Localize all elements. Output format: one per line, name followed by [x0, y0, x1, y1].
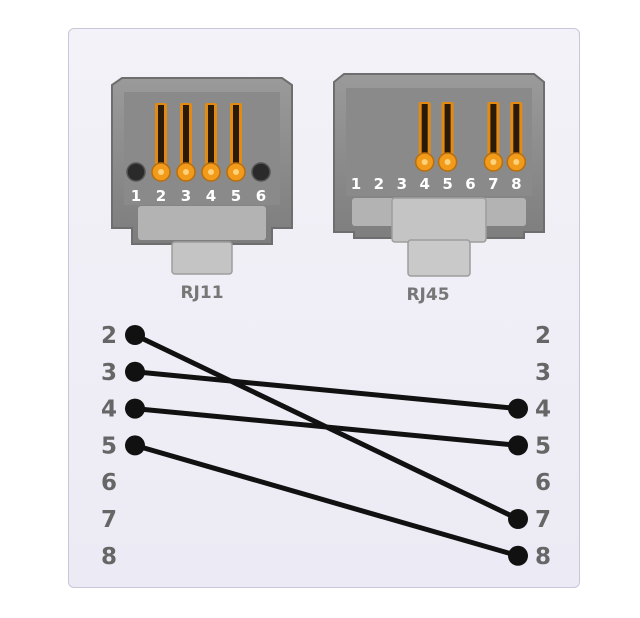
- right-pin-label-5: 5: [535, 433, 551, 459]
- left-pin-label-7: 7: [101, 507, 117, 533]
- left-pin-label-5: 5: [101, 433, 117, 459]
- left-pin-label-6: 6: [101, 470, 117, 496]
- rj11-pin-number-2: 2: [156, 187, 166, 205]
- rj45-label: RJ45: [406, 285, 449, 305]
- rj11-contact-core-4: [208, 105, 214, 170]
- rj45-latch-left: [352, 198, 398, 226]
- rj11-empty-slot-1: [126, 162, 146, 182]
- rj11-contact-dot-center-3: [183, 169, 189, 175]
- rj45-contact-core-5: [444, 104, 451, 160]
- rj45-pin-number-5: 5: [442, 175, 452, 193]
- rj45-contact-core-4: [421, 104, 428, 160]
- rj45-contact-dot-center-7: [490, 159, 497, 165]
- rj11-contact-dot-center-4: [208, 169, 214, 175]
- rj11-pin-number-3: 3: [181, 187, 191, 205]
- rj45-contact-core-8: [513, 104, 520, 160]
- rj11-pin-number-5: 5: [231, 187, 241, 205]
- rj11-latch-block: [138, 206, 266, 240]
- right-terminal-8: [508, 545, 528, 566]
- rj11-pin-number-1: 1: [131, 187, 141, 205]
- rj45-latch-tab: [407, 239, 471, 277]
- rj11-contact-dot-center-5: [233, 169, 239, 175]
- rj45-pin-number-7: 7: [488, 175, 498, 193]
- left-pin-label-4: 4: [101, 397, 117, 423]
- rj45-contact-dot-center-8: [513, 159, 520, 165]
- rj11-empty-slot-6: [251, 162, 271, 182]
- rj11-pin-number-6: 6: [256, 187, 266, 205]
- rj45-latch-right: [480, 198, 526, 226]
- rj45-latch-block: [391, 197, 487, 243]
- rj11-contact-dot-center-2: [158, 169, 164, 175]
- right-pin-column: 2 3 4 5 6 7 8: [508, 323, 551, 570]
- rj45-pin-number-2: 2: [374, 175, 384, 193]
- right-pin-label-2: 2: [535, 323, 551, 349]
- rj11-contact-core-3: [183, 105, 189, 170]
- rj45-pin-number-4: 4: [419, 175, 429, 193]
- right-terminal-5: [508, 435, 528, 456]
- right-pin-label-8: 8: [535, 544, 551, 570]
- rj11-latch-tab: [171, 241, 233, 275]
- rj45-pin-number-8: 8: [511, 175, 521, 193]
- left-terminal-4: [125, 398, 145, 419]
- wire-3-to-4: [132, 369, 521, 412]
- rj45-contact-dot-center-5: [444, 159, 451, 165]
- right-terminal-7: [508, 509, 528, 529]
- wire-4-to-5: [132, 406, 521, 448]
- rj45-pin-number-1: 1: [351, 175, 361, 193]
- rj45-contact-core-7: [490, 104, 497, 160]
- right-pin-label-6: 6: [535, 470, 551, 496]
- right-terminal-4: [508, 398, 528, 419]
- left-terminal-2: [125, 325, 145, 345]
- left-pin-label-8: 8: [101, 544, 117, 570]
- rj45-pin-number-3: 3: [397, 175, 407, 193]
- wire-5-to-8: [132, 442, 521, 559]
- right-pin-label-4: 4: [535, 397, 551, 423]
- rj11-label: RJ11: [180, 283, 223, 303]
- left-pin-label-3: 3: [101, 360, 117, 386]
- right-pin-label-7: 7: [535, 507, 551, 533]
- left-pin-label-2: 2: [101, 323, 117, 349]
- left-pin-column: 2 3 4 5 6 7 8: [101, 323, 145, 570]
- left-terminal-3: [125, 361, 145, 382]
- rj11-pin-number-4: 4: [206, 187, 216, 205]
- wire-group: [132, 332, 521, 559]
- right-pin-label-3: 3: [535, 360, 551, 386]
- rj45-pin-number-6: 6: [465, 175, 475, 193]
- left-terminal-5: [125, 435, 145, 456]
- rj11-contact-core-5: [233, 105, 239, 170]
- rj45-contact-dot-center-4: [421, 159, 428, 165]
- rj11-contact-core-2: [158, 105, 164, 170]
- rj45-inner-cavity: [346, 88, 532, 196]
